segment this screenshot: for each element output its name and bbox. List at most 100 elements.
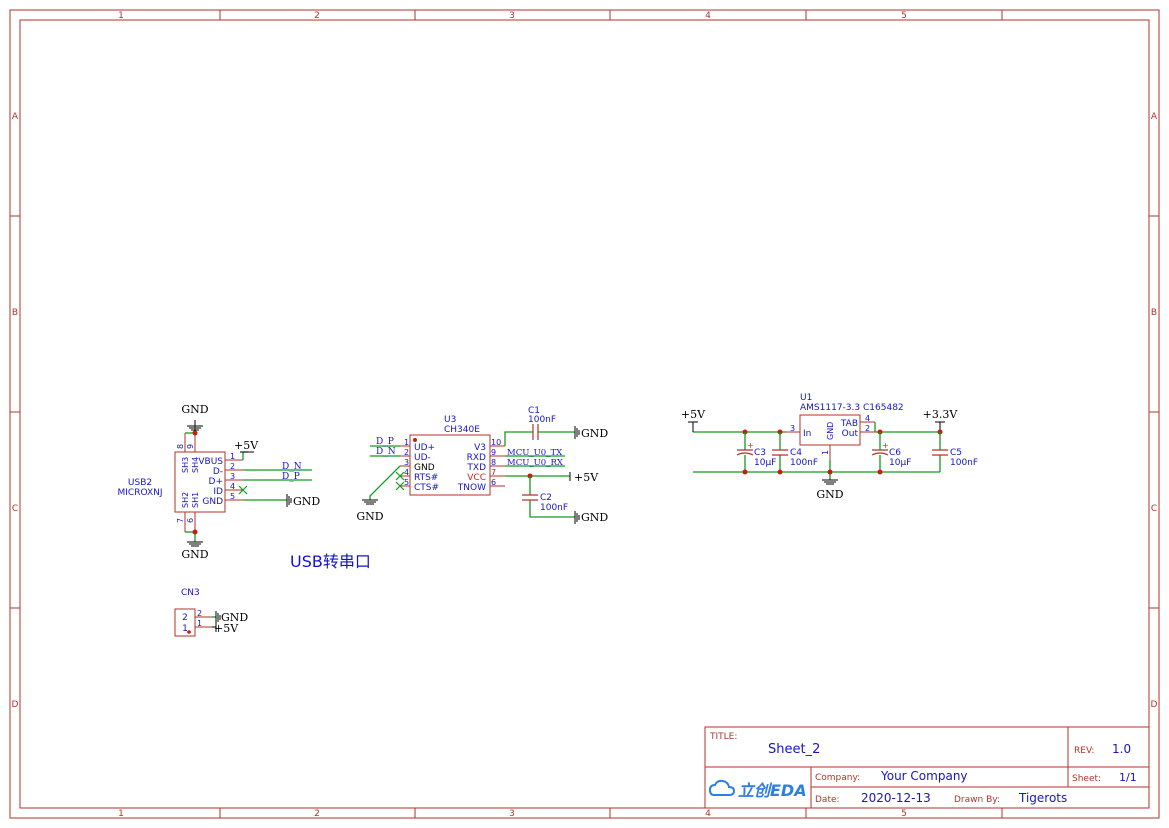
company-label: Company: (815, 773, 860, 783)
polarity-plus: + (882, 441, 889, 450)
usb2-pin-name: D- (213, 467, 223, 477)
u3-pin-name: RXD (467, 453, 486, 463)
drawn-by-value: Tigerots (1018, 791, 1067, 805)
column-label: 2 (314, 11, 320, 21)
usb2-pin-number: 4 (230, 482, 235, 491)
usb2-pin-name: GND (202, 497, 223, 507)
net-label-gnd: GND (816, 488, 843, 501)
u3-value: CH340E (444, 425, 480, 435)
usb2-shield-number: 9 (186, 444, 195, 449)
cn3-pin-number: 2 (182, 613, 188, 623)
row-label: D (1151, 700, 1158, 710)
date-label: Date: (815, 795, 840, 805)
row-label: C (12, 504, 18, 514)
row-label: A (1151, 112, 1158, 122)
column-label: 3 (509, 809, 515, 819)
c5-ref: C5 (950, 448, 962, 458)
column-label: 4 (705, 11, 711, 21)
drawn-by-label: Drawn By: (954, 795, 1000, 805)
u3-pin-name: UD+ (414, 443, 435, 453)
title-label: TITLE: (709, 732, 737, 742)
net-label-gnd: GND (581, 427, 608, 440)
section-note: USB转串口 (290, 552, 371, 571)
u3-pin-number: 7 (491, 468, 496, 477)
usb2-shield-number: 7 (176, 518, 185, 523)
column-label: 5 (901, 809, 907, 819)
net-label-3v3: +3.3V (923, 408, 959, 421)
column-label: 1 (118, 11, 124, 21)
c2-capacitor[interactable]: C2 100nF (540, 493, 568, 513)
c1-capacitor[interactable]: C1 100nF (528, 406, 556, 425)
usb2-pin-name: ID (213, 487, 223, 497)
u1-ams1117[interactable]: In TAB Out GND 3 4 2 1 U1 AMS1117-3.3 C1… (785, 393, 904, 460)
cn3-pin-number: 1 (197, 619, 202, 628)
net-label-dn: D_N (282, 462, 302, 472)
row-label: C (1151, 504, 1157, 514)
row-label: A (12, 112, 19, 122)
eda-logo: 立创EDA (708, 779, 807, 800)
usb2-pin-name: D+ (209, 477, 223, 487)
row-label: B (12, 308, 18, 318)
usb2-pin-number: 2 (230, 462, 235, 471)
u3-pin-name: GND (414, 463, 435, 473)
date-value: 2020-12-13 (861, 791, 931, 805)
u1-pin-number: 3 (790, 424, 795, 433)
usb2-wiring (185, 420, 312, 547)
u3-pin-name: CTS# (414, 483, 439, 493)
c4-value: 100nF (790, 458, 818, 468)
u3-ch340e[interactable]: UD+ UD- GND RTS# CTS# 1 2 3 4 5 V3 RXD T… (400, 415, 505, 496)
usb2-pin-number: 3 (230, 472, 235, 481)
c4-capacitor[interactable]: C4 100nF (790, 448, 818, 468)
cn3-pin-number: 2 (197, 609, 202, 618)
column-label: 5 (901, 11, 907, 21)
c5-value: 100nF (950, 458, 978, 468)
u1-pin-number: 4 (865, 414, 870, 423)
c1-value: 100nF (528, 415, 556, 425)
net-label-gnd: GND (181, 548, 208, 561)
cn3-wiring (212, 611, 221, 632)
u3-pin-name: RTS# (414, 473, 438, 483)
row-label: B (1151, 308, 1157, 318)
u3-pin-number: 4 (404, 468, 409, 477)
net-label-dn: D_N (376, 447, 396, 457)
c6-capacitor[interactable]: C6 10µF (889, 448, 911, 468)
usb2-shield-name: SH2 (181, 492, 190, 508)
net-label-gnd: GND (293, 495, 320, 508)
u3-pin-number: 9 (491, 448, 496, 457)
u3-pin-number: 2 (404, 448, 409, 457)
title-block: TITLE: Sheet_2 REV: 1.0 Company: Your Co… (704, 726, 1150, 809)
net-label-dp: D_P (376, 437, 394, 447)
regulator-wiring: + + (688, 421, 948, 485)
u3-pin-name: TNOW (457, 483, 486, 493)
frame-row-labels-right: A B C D (1151, 112, 1158, 710)
u1-pin-name: Out (842, 429, 859, 439)
column-label: 4 (705, 809, 711, 819)
net-label-rx: MCU_U0_RX (507, 458, 564, 468)
frame-column-labels-bottom: 1 2 3 4 5 (118, 809, 907, 819)
net-label-5v: +5V (574, 471, 599, 484)
usb2-shield-number: 6 (186, 518, 195, 523)
usb2-pin-number: 5 (230, 492, 235, 501)
cn3-connector[interactable]: 2 1 2 1 CN3 (174, 588, 212, 637)
u1-pin-name: GND (826, 422, 835, 440)
company-value: Your Company (880, 769, 968, 783)
rev-value: 1.0 (1112, 742, 1131, 756)
u3-pin-number: 10 (491, 438, 501, 447)
usb2-pin-number: 1 (230, 452, 235, 461)
c2-ref: C2 (540, 493, 552, 503)
usb2-connector[interactable]: VBUS D- D+ ID GND 1 2 3 4 5 SH3 SH4 8 9 … (117, 433, 243, 532)
usb2-pin-name: VBUS (198, 457, 223, 467)
usb2-shield-name: SH4 (191, 457, 200, 473)
net-label-dp: D_P (282, 472, 300, 482)
polarity-plus: + (747, 441, 754, 450)
net-label-5v: +5V (234, 439, 259, 452)
c3-capacitor[interactable]: C3 10µF (754, 448, 776, 468)
c6-ref: C6 (889, 448, 901, 458)
frame-column-labels-top: 1 2 3 4 5 (118, 11, 907, 21)
column-label: 2 (314, 809, 320, 819)
u1-value: AMS1117-3.3 (800, 403, 860, 413)
net-label-gnd: GND (221, 611, 248, 624)
u1-pin-name: In (803, 429, 811, 439)
c5-capacitor[interactable]: C5 100nF (950, 448, 978, 468)
